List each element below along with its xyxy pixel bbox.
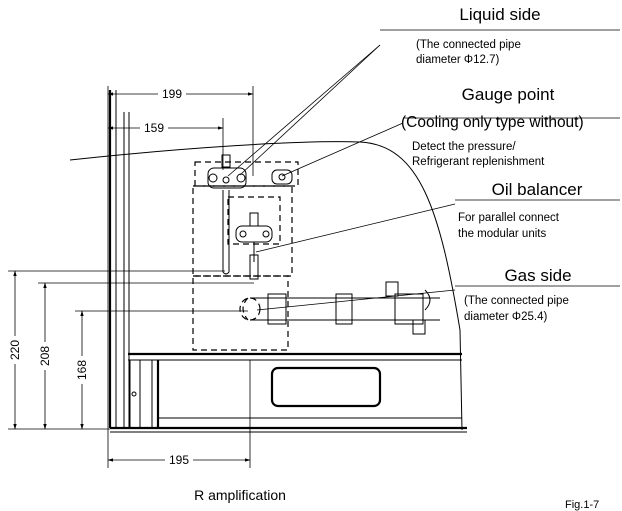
dimension-lines [8,86,254,468]
dimension-159: 159 [144,121,164,135]
dimension-208: 208 [38,346,52,366]
gauge-point-title: Gauge point [462,85,555,104]
gauge-point-subtitle: (Cooling only type without) [401,114,584,131]
valve-assembly [192,154,440,351]
dimension-220: 220 [8,340,22,360]
liquid-side-line1: (The connected pipe [416,39,521,51]
dimension-199: 199 [162,87,182,101]
gas-side-title: Gas side [504,266,571,285]
dimension-168: 168 [75,360,89,380]
liquid-side-line2: diameter Φ12.7) [416,54,499,66]
dimension-195: 195 [169,453,189,467]
gauge-point-label: Gauge point (Cooling only type without) … [401,85,584,168]
gauge-point-line2: Refrigerant replenishment [412,156,545,168]
liquid-side-label: Liquid side (The connected pipe diameter… [416,5,541,66]
figure-caption: R amplification [194,487,286,503]
figure-number: Fig.1-7 [565,499,599,511]
oil-balancer-line2: the modular units [458,228,546,240]
liquid-side-title: Liquid side [459,5,540,24]
oil-balancer-line1: For parallel connect [458,212,560,224]
oil-balancer-label: Oil balancer For parallel connect the mo… [458,180,583,240]
gas-side-label: Gas side (The connected pipe diameter Φ2… [464,266,572,323]
gas-side-line2: diameter Φ25.4) [464,311,547,323]
gas-side-line1: (The connected pipe [464,295,569,307]
oil-balancer-title: Oil balancer [492,180,583,199]
gauge-point-line1: Detect the pressure/ [412,141,516,153]
